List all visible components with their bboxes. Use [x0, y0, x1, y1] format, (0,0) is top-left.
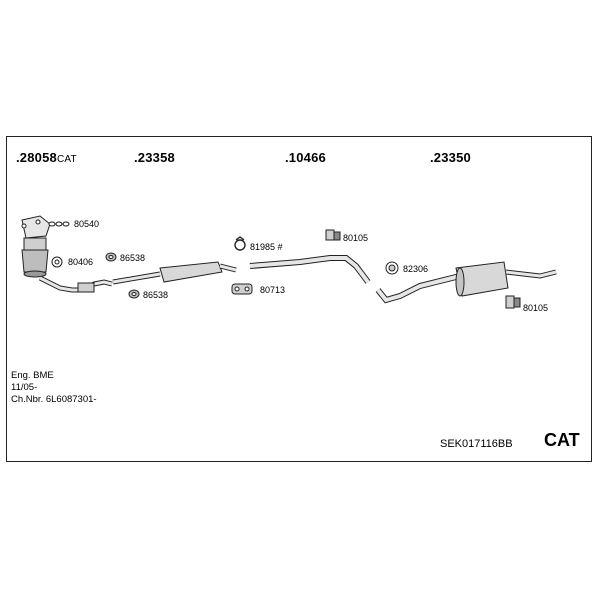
clamp-ring-icon: [234, 236, 246, 251]
part-number-pipe: .10466: [285, 150, 326, 165]
u-clamp-icon: [385, 261, 399, 275]
label-ring-upper: 86538: [120, 253, 146, 263]
engine-code: Eng. BME: [11, 370, 54, 381]
rubber-mount-b-icon: [231, 283, 253, 295]
rubber-mount-c-icon: [505, 295, 521, 309]
chassis-number: Ch.Nbr. 6L6087301-: [11, 394, 97, 405]
production-date: 11/05-: [11, 382, 38, 393]
cat-badge: CAT: [544, 430, 580, 450]
label-rubber-mount-c: 80105: [523, 303, 549, 313]
kit-code: SEK017116BB: [440, 438, 513, 450]
label-clamp-front: 80406: [68, 257, 94, 267]
catalytic-converter-illustration: [21, 215, 51, 278]
front-pipe-illustration: [38, 275, 113, 293]
label-ring-lower: 86538: [143, 290, 169, 300]
sealing-ring-lower-icon: [128, 289, 140, 299]
label-rubber-mount-a: 80105: [343, 233, 369, 243]
sealing-ring-upper-icon: [105, 252, 117, 262]
middle-silencer-illustration: [112, 261, 237, 285]
clamp-front-icon: [51, 256, 63, 268]
label-clamp-ring: 81985 #: [250, 242, 283, 252]
label-gasket-set: 80540: [74, 219, 100, 229]
label-rubber-mount-b: 80713: [260, 285, 286, 295]
rear-silencer-illustration: [375, 261, 557, 304]
diagram-frame: [6, 136, 592, 462]
part-number-catalyst: .28058CAT: [16, 150, 77, 165]
gasket-set-icon: [48, 221, 70, 227]
rubber-mount-a-icon: [325, 229, 341, 241]
part-number-rear-silencer: .23350: [430, 150, 471, 165]
intermediate-pipe-illustration: [249, 255, 371, 284]
part-number-middle-silencer: .23358: [134, 150, 175, 165]
label-u-clamp: 82306: [403, 264, 429, 274]
